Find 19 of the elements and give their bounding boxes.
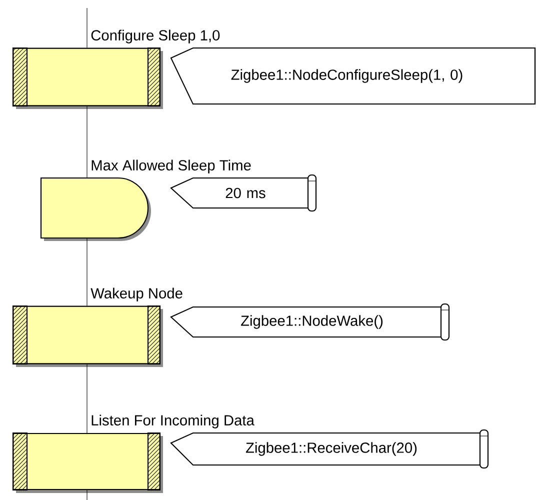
block-heading: Listen For Incoming Data <box>92 414 254 428</box>
flow-line <box>86 8 88 48</box>
block-heading: Max Allowed Sleep Time <box>92 160 251 174</box>
comment-callout: Zigbee1::NodeWake() <box>170 303 450 341</box>
macro-call-block <box>12 432 163 493</box>
flow-line <box>86 238 88 306</box>
comment-callout: 20 ms <box>170 174 317 212</box>
flow-line <box>86 106 88 178</box>
comment-callout: Zigbee1::ReceiveChar(20) <box>170 429 489 469</box>
macro-call-block <box>12 432 28 491</box>
macro-call-block <box>12 48 163 109</box>
flow-line <box>86 490 88 500</box>
macro-call-block <box>12 47 28 107</box>
flow-line <box>86 364 88 434</box>
macro-call-block <box>12 305 28 365</box>
block-heading: Wakeup Node <box>90 288 182 302</box>
macro-call-block <box>12 306 163 367</box>
comment-callout: Zigbee1::NodeConfigureSleep(1, 0) <box>170 47 536 105</box>
block-heading: Configure Sleep 1,0 <box>91 30 220 44</box>
